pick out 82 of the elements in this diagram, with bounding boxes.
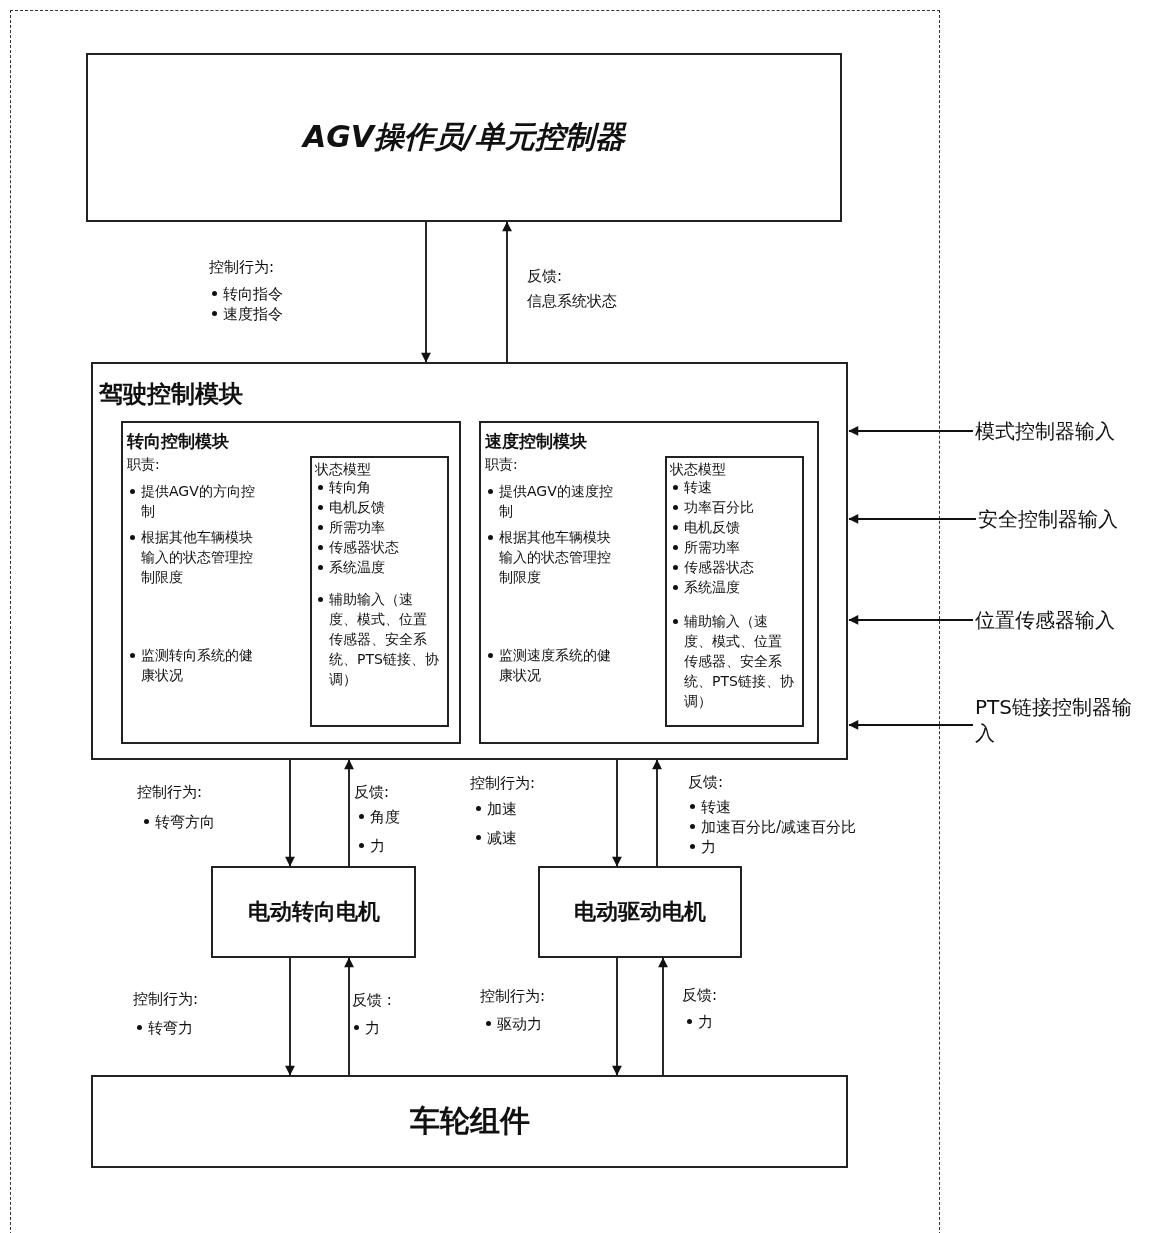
list-item: 加速百分比/减速百分比 bbox=[690, 817, 857, 837]
list-item: 辅助输入（速度、模式、位置传感器、安全系统、PTS链接、协调） bbox=[670, 611, 795, 711]
section-heading: 职责: bbox=[127, 455, 160, 474]
list-item: 传感器状态 bbox=[670, 557, 795, 577]
section-heading: 职责: bbox=[485, 455, 518, 474]
note-heading: 信息系统状态 bbox=[527, 291, 617, 311]
list-item: 力 bbox=[359, 836, 385, 856]
list-item: 系统温度 bbox=[315, 557, 440, 577]
arrow bbox=[848, 426, 974, 436]
node-title: 车轮组件 bbox=[409, 1102, 530, 1140]
list-item: 监测速度系统的健康状况 bbox=[485, 645, 620, 685]
motor-box bbox=[538, 866, 742, 958]
arrow bbox=[344, 957, 354, 1076]
list-item: 速度指令 bbox=[212, 304, 283, 324]
arrow bbox=[421, 221, 431, 363]
list-item: 提供AGV的速度控制 bbox=[485, 481, 620, 521]
note-heading: 控制行为: bbox=[133, 989, 199, 1009]
arrow bbox=[612, 957, 622, 1076]
list-item: 加速 bbox=[476, 799, 517, 819]
arrow bbox=[848, 720, 974, 730]
list-item: 力 bbox=[690, 837, 716, 857]
module-title: 状态模型 bbox=[315, 460, 371, 479]
node-title: 电动转向电机 bbox=[247, 898, 380, 926]
list-item: 所需功率 bbox=[670, 537, 795, 557]
input-text: 模式控制器输入 bbox=[975, 418, 1116, 444]
wheel-assembly-box bbox=[91, 1075, 848, 1168]
module-box bbox=[121, 421, 461, 744]
input-text: PTS链接控制器输入 bbox=[975, 694, 1133, 746]
list-item: 转速 bbox=[690, 797, 731, 817]
list-item: 力 bbox=[354, 1018, 380, 1038]
operator-box bbox=[86, 53, 842, 222]
list-item: 角度 bbox=[359, 807, 400, 827]
arrow bbox=[848, 514, 977, 524]
module-box bbox=[310, 456, 449, 727]
note-heading: 控制行为: bbox=[209, 257, 275, 277]
note-heading: 反馈: bbox=[354, 782, 390, 802]
note-heading: 控制行为: bbox=[137, 782, 203, 802]
input-text: 安全控制器输入 bbox=[978, 506, 1119, 532]
list-item: 转向角 bbox=[315, 477, 440, 497]
node-title: 电动驱动电机 bbox=[574, 898, 706, 926]
note-heading: 反馈 : bbox=[352, 990, 392, 1010]
list-item: 转向指令 bbox=[212, 284, 283, 304]
note-heading: 控制行为: bbox=[480, 986, 546, 1006]
motor-box bbox=[211, 866, 416, 958]
list-item: 功率百分比 bbox=[670, 497, 795, 517]
list-item: 电机反馈 bbox=[315, 497, 440, 517]
list-item: 辅助输入（速度、模式、位置传感器、安全系统、PTS链接、协调） bbox=[315, 589, 440, 689]
list-item: 传感器状态 bbox=[315, 537, 440, 557]
arrow bbox=[502, 221, 512, 363]
arrow bbox=[652, 759, 662, 867]
arrow bbox=[612, 759, 622, 867]
module-panel bbox=[91, 362, 848, 760]
list-item: 力 bbox=[687, 1012, 713, 1032]
list-item: 转速 bbox=[670, 477, 795, 497]
list-item: 系统温度 bbox=[670, 577, 795, 597]
node-title: AGV操作员/单元控制器 bbox=[303, 118, 625, 156]
list-item: 减速 bbox=[476, 828, 517, 848]
module-box bbox=[665, 456, 804, 727]
list-item: 提供AGV的方向控制 bbox=[127, 481, 262, 521]
note-heading: 反馈: bbox=[682, 985, 718, 1005]
arrow bbox=[285, 957, 295, 1076]
list-item: 转弯方向 bbox=[144, 812, 215, 832]
arrow bbox=[848, 615, 974, 625]
input-text: 位置传感器输入 bbox=[975, 607, 1116, 633]
list-item: 所需功率 bbox=[315, 517, 440, 537]
note-heading: 反馈: bbox=[527, 266, 563, 286]
list-item: 电机反馈 bbox=[670, 517, 795, 537]
list-item: 根据其他车辆模块输入的状态管理控制限度 bbox=[485, 527, 620, 587]
note-heading: 控制行为: bbox=[470, 773, 536, 793]
note-heading: 反馈: bbox=[688, 772, 724, 792]
panel-title: 驾驶控制模块 bbox=[99, 379, 243, 410]
arrow bbox=[658, 957, 668, 1076]
module-box bbox=[479, 421, 819, 744]
arrow bbox=[344, 759, 354, 867]
list-item: 转弯力 bbox=[137, 1018, 193, 1038]
module-title: 转向控制模块 bbox=[127, 431, 229, 451]
module-title: 状态模型 bbox=[670, 460, 726, 479]
list-item: 监测转向系统的健康状况 bbox=[127, 645, 262, 685]
list-item: 驱动力 bbox=[486, 1014, 542, 1034]
list-item: 根据其他车辆模块输入的状态管理控制限度 bbox=[127, 527, 262, 587]
arrow bbox=[285, 759, 295, 867]
module-title: 速度控制模块 bbox=[485, 431, 587, 451]
